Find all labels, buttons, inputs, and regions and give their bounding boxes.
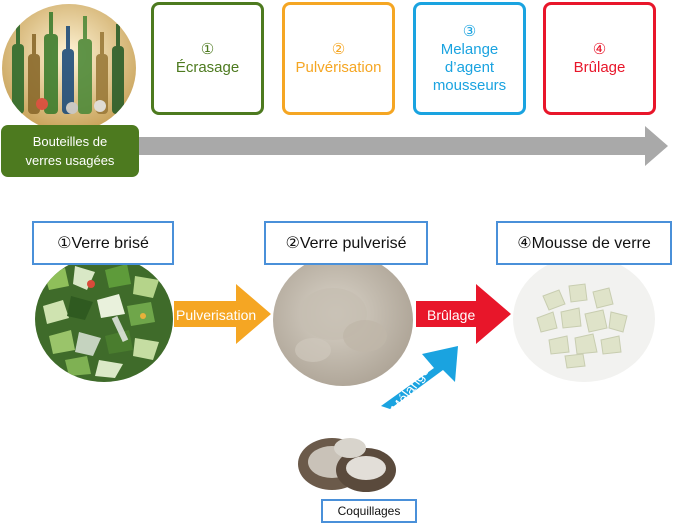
step-number: ② xyxy=(331,40,346,58)
step-box-foaming-agent: ③ Melange d’agent mousseurs xyxy=(413,2,526,115)
label-glass-foam: ④Mousse de verre xyxy=(496,221,672,265)
label-text: ①Verre brisé xyxy=(57,235,149,252)
step-number: ③ xyxy=(462,22,477,40)
crushed-glass-photo xyxy=(35,256,173,382)
step-box-crushing: ① Écrasage xyxy=(151,2,264,115)
label-text: ④Mousse de verre xyxy=(517,235,651,252)
glass-foam-photo xyxy=(513,256,655,382)
step-label: Brûlage xyxy=(573,58,626,76)
pulverisation-arrow-label: Pulverisation xyxy=(176,307,256,323)
shells-photo xyxy=(292,418,404,504)
bottles-photo xyxy=(2,4,136,132)
step-box-pulverization: ② Pulvérisation xyxy=(282,2,395,115)
label-shells: Coquillages xyxy=(321,499,417,523)
step-label: Melange d’agent mousseurs xyxy=(432,40,507,94)
mixing-arrow: Mélange xyxy=(381,346,458,416)
label-crushed-glass: ①Verre brisé xyxy=(32,221,174,265)
burning-arrow-label: Brûlage xyxy=(427,307,475,323)
source-label: Bouteilles de verres usagées xyxy=(1,125,139,177)
pulverized-glass-photo xyxy=(273,254,413,386)
label-pulverized-glass: ②Verre pulverisé xyxy=(264,221,428,265)
burning-arrow: Brûlage xyxy=(416,284,511,344)
step-label: Pulvérisation xyxy=(295,58,382,76)
step-number: ④ xyxy=(592,40,607,58)
step-label: Écrasage xyxy=(175,58,240,76)
timeline-arrow xyxy=(130,126,668,166)
mixing-arrow-label: Mélange xyxy=(387,363,432,416)
step-number: ① xyxy=(200,40,215,58)
label-text: ②Verre pulverisé xyxy=(285,235,407,252)
pulverisation-arrow: Pulverisation xyxy=(174,284,271,344)
timeline-arrow-shape xyxy=(130,126,668,166)
step-box-burning: ④ Brûlage xyxy=(543,2,656,115)
source-label-text: Bouteilles de verres usagées xyxy=(25,134,115,168)
label-text: Coquillages xyxy=(337,504,401,518)
